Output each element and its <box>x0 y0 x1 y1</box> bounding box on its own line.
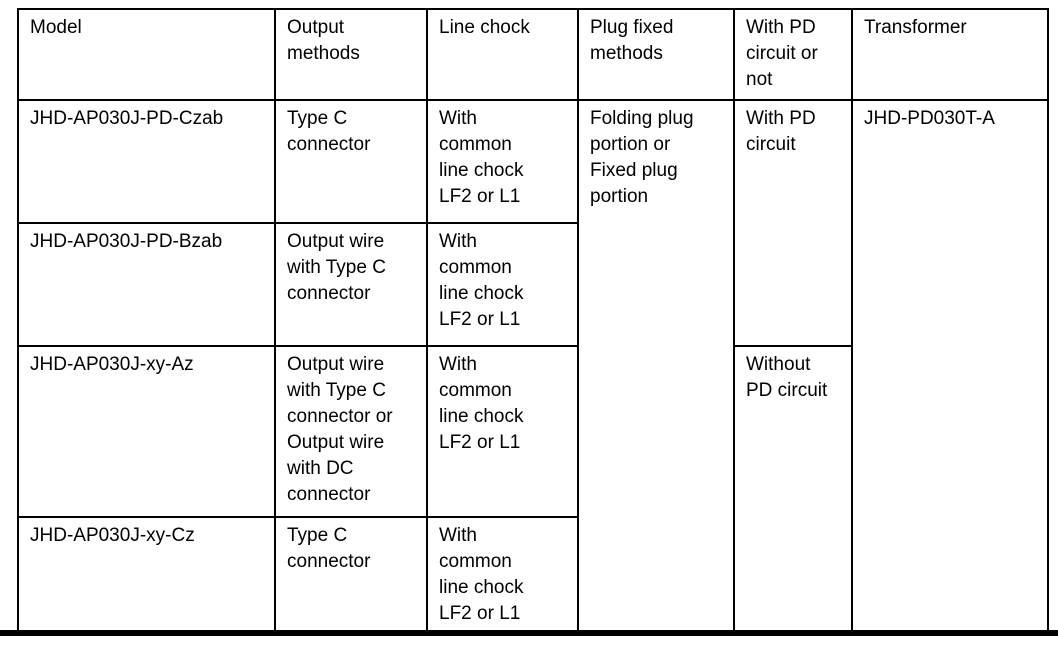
header-cell-model: Model <box>17 8 276 101</box>
model-cell: JHD-AP030J-xy-Cz <box>17 516 276 634</box>
header-cell-with-pd-circuit: With PD circuit or not <box>733 8 853 101</box>
output-methods-cell: Output wire with Type C connector <box>274 222 428 347</box>
bottom-rule-divider <box>0 630 1058 636</box>
table-header-row: Model Output methods Line chock Plug fix… <box>17 8 1049 101</box>
output-methods-cell: Type C connector <box>274 516 428 634</box>
model-cell: JHD-AP030J-PD-Bzab <box>17 222 276 347</box>
line-chock-cell: With common line chock LF2 or L1 <box>426 345 579 518</box>
pd-circuit-cell-without: Without PD circuit <box>733 345 853 634</box>
table-row: JHD-AP030J-PD-Czab Type C connector With… <box>17 99 1049 634</box>
model-spec-table: Model Output methods Line chock Plug fix… <box>17 8 1049 634</box>
pd-circuit-cell-with: With PD circuit <box>733 99 853 347</box>
transformer-cell: JHD-PD030T-A <box>851 99 1049 634</box>
header-cell-line-chock: Line chock <box>426 8 579 101</box>
header-cell-plug-fixed-methods: Plug fixed methods <box>577 8 735 101</box>
output-methods-cell: Type C connector <box>274 99 428 224</box>
model-cell: JHD-AP030J-xy-Az <box>17 345 276 518</box>
table-row: JHD-AP030J-xy-Cz Type C connector With c… <box>17 516 1048 634</box>
line-chock-cell: With common line chock LF2 or L1 <box>426 516 579 634</box>
header-cell-output-methods: Output methods <box>274 8 428 101</box>
line-chock-cell: With common line chock LF2 or L1 <box>426 222 579 347</box>
line-chock-cell: With common line chock LF2 or L1 <box>426 99 579 224</box>
output-methods-cell: Output wire with Type C connector or Out… <box>274 345 428 518</box>
plug-fixed-methods-cell: Folding plug portion or Fixed plug porti… <box>577 99 735 634</box>
model-cell: JHD-AP030J-PD-Czab <box>17 99 276 224</box>
table-row: JHD-AP030J-PD-Bzab Output wire with Type… <box>17 222 1048 347</box>
header-cell-transformer: Transformer <box>851 8 1049 101</box>
